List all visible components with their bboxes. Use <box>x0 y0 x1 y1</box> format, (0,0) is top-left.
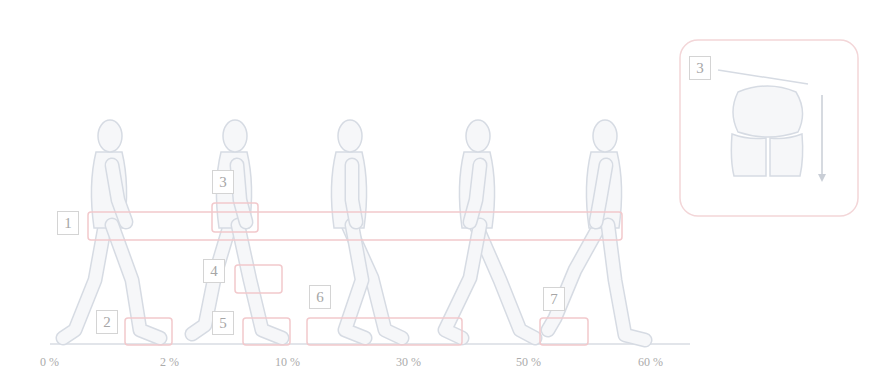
percent-label: 30 % <box>396 355 421 370</box>
callout-box: 4 <box>203 259 225 283</box>
callout-box: 6 <box>309 285 331 309</box>
callout-number: 1 <box>64 215 72 232</box>
percent-label: 50 % <box>516 355 541 370</box>
callout-box: 1 <box>57 211 79 235</box>
callout-box: 7 <box>543 287 565 311</box>
percent-label: 10 % <box>275 355 300 370</box>
callout-number: 3 <box>219 174 227 191</box>
callout-box: 3 <box>212 170 234 194</box>
percent-label: 2 % <box>160 355 179 370</box>
callout-box: 3 <box>689 56 711 80</box>
callout-number: 2 <box>103 314 111 331</box>
callout-box: 5 <box>212 311 234 335</box>
callout-box: 2 <box>96 310 118 334</box>
callout-number: 4 <box>210 263 218 280</box>
callout-number: 3 <box>696 60 704 77</box>
callout-number: 6 <box>316 289 324 306</box>
callout-number: 5 <box>219 315 227 332</box>
callout-number: 7 <box>550 291 558 308</box>
percent-label: 0 % <box>40 355 59 370</box>
percent-label: 60 % <box>638 355 663 370</box>
